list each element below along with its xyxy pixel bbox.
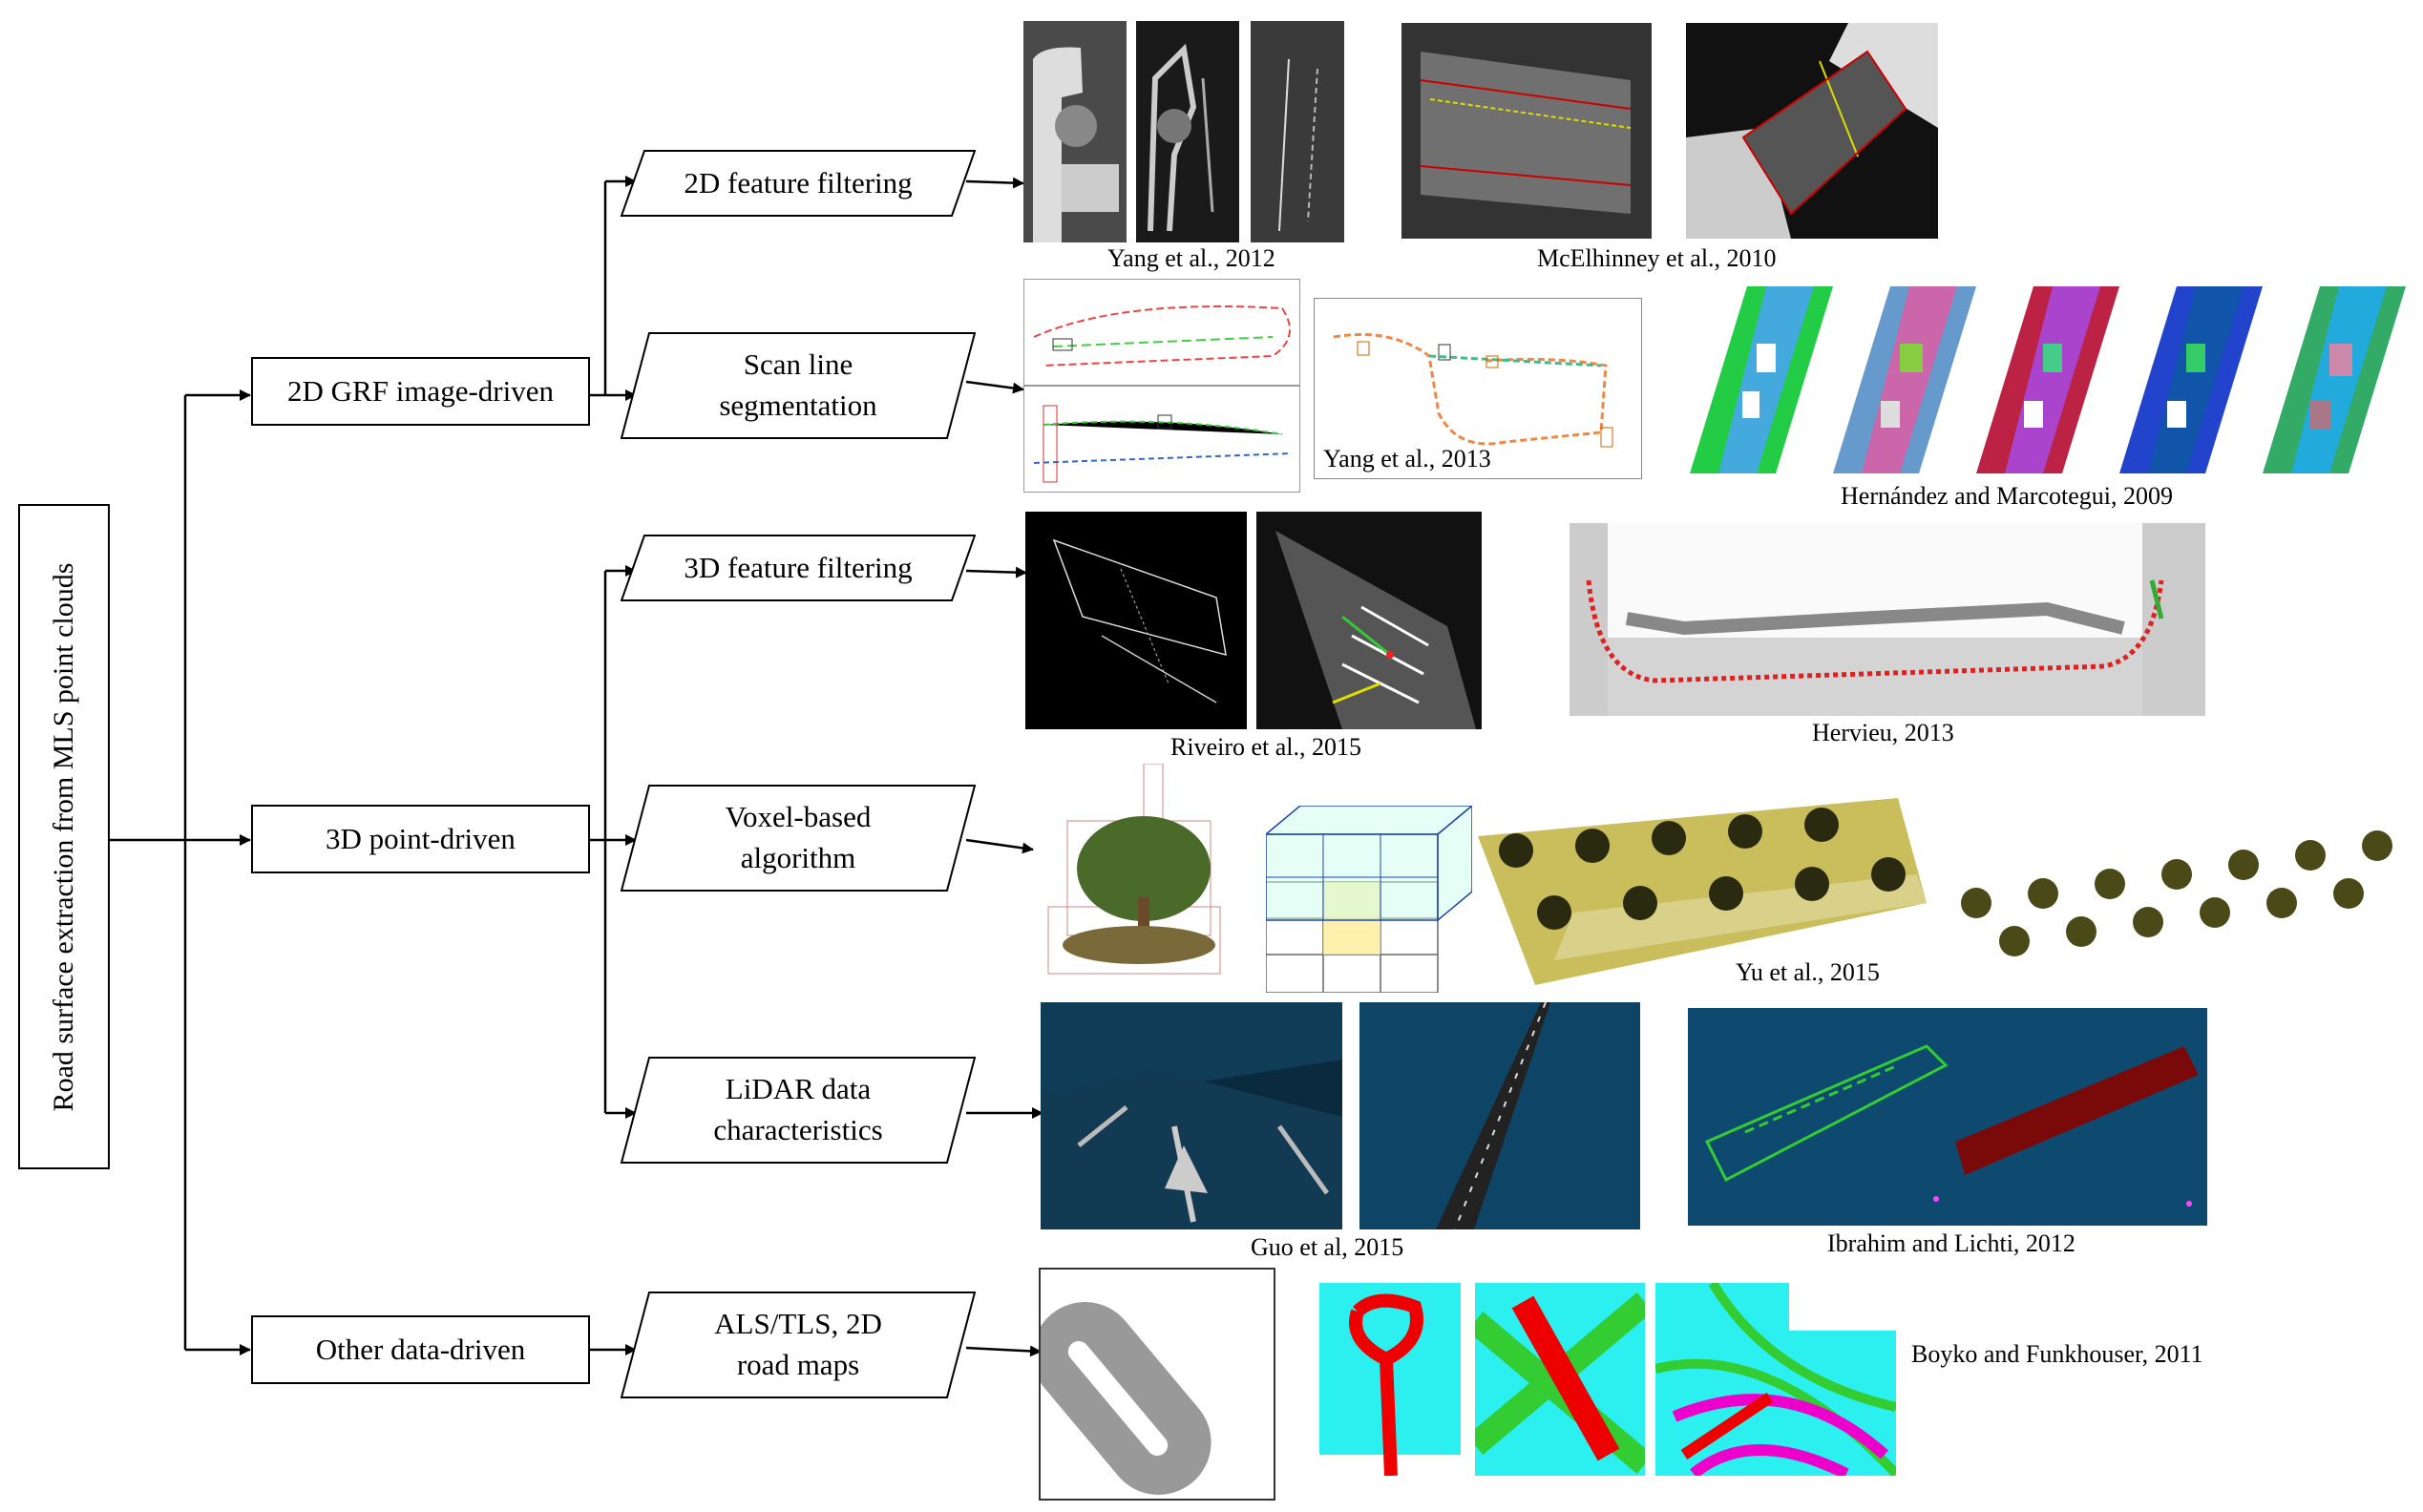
road-classification-image-2 xyxy=(1475,1283,1645,1476)
scan-line-bottom-image xyxy=(1023,386,1300,493)
method-label: LiDAR data characteristics xyxy=(713,1072,883,1146)
road-profile-image-1 xyxy=(1401,23,1652,239)
road-feature-image xyxy=(1136,21,1239,242)
road-marking-image-1 xyxy=(1041,1002,1342,1229)
scan-line-top-image xyxy=(1023,279,1300,386)
root-node: Road surface extraction from MLS point c… xyxy=(18,504,110,1169)
road-mask-image xyxy=(1023,21,1127,242)
citation-guo-2015: Guo et al, 2015 xyxy=(1251,1233,1404,1261)
citation-riveiro-2015: Riveiro et al., 2015 xyxy=(1170,733,1362,761)
road-classification-image-1 xyxy=(1319,1283,1461,1476)
citation-hernandez-2009: Hernández and Marcotegui, 2009 xyxy=(1841,482,2173,510)
method-label: ALS/TLS, 2D road maps xyxy=(714,1307,882,1381)
road-map-outline-image xyxy=(1039,1268,1275,1501)
method-label: 2D feature filtering xyxy=(684,165,913,200)
road-profile-image-2 xyxy=(1686,23,1938,239)
parallelogram-shape xyxy=(621,785,976,892)
road-classification-image-3 xyxy=(1655,1283,1896,1476)
parallelogram-shape xyxy=(621,1057,976,1164)
scan-line-map-image xyxy=(1314,298,1642,479)
palm-road-image-1 xyxy=(1478,798,1927,985)
line-extraction-image-2 xyxy=(1256,512,1482,729)
category-other-data-driven: Other data-driven xyxy=(251,1315,590,1384)
method-scan-line-segmentation: Scan line segmentation xyxy=(621,332,976,439)
curb-detection-image xyxy=(1688,1008,2207,1226)
road-profile-cross-section-image xyxy=(1570,523,2205,716)
segmentation-strip-3 xyxy=(1976,286,2119,473)
category-label: Other data-driven xyxy=(315,1333,526,1367)
palm-road-image-2 xyxy=(1938,798,2406,985)
citation-yang-2012: Yang et al., 2012 xyxy=(1107,244,1275,272)
method-lidar-data-characteristics: LiDAR data characteristics xyxy=(621,1057,976,1164)
method-2d-feature-filtering: 2D feature filtering xyxy=(621,150,976,217)
line-extraction-image-1 xyxy=(1025,512,1247,729)
segmentation-strip-1 xyxy=(1690,286,1833,473)
road-edge-image xyxy=(1251,21,1344,242)
citation-yang-2013: Yang et al., 2013 xyxy=(1323,445,1491,472)
voxel-tree-image xyxy=(1039,764,1239,985)
citation-hervieu-2013: Hervieu, 2013 xyxy=(1812,719,1954,746)
method-als-tls-2d-road-maps: ALS/TLS, 2D road maps xyxy=(621,1292,976,1398)
method-label: Scan line segmentation xyxy=(719,347,877,422)
road-marking-image-2 xyxy=(1359,1002,1640,1229)
voxel-grid-image xyxy=(1266,806,1472,993)
citation-ibrahim-2012: Ibrahim and Lichti, 2012 xyxy=(1827,1229,2075,1257)
method-label: Voxel-based algorithm xyxy=(725,800,872,874)
citation-boyko-2011: Boyko and Funkhouser, 2011 xyxy=(1911,1340,2203,1368)
method-label: 3D feature filtering xyxy=(684,550,913,584)
segmentation-strip-2 xyxy=(1833,286,1976,473)
category-label: 2D GRF image-driven xyxy=(287,374,554,409)
category-2d-grf-image-driven: 2D GRF image-driven xyxy=(251,357,590,426)
parallelogram-shape xyxy=(621,535,976,601)
method-voxel-based-algorithm: Voxel-based algorithm xyxy=(621,785,976,892)
parallelogram-shape xyxy=(621,332,976,439)
segmentation-strip-4 xyxy=(2119,286,2263,473)
citation-yu-2015: Yu et al., 2015 xyxy=(1736,958,1880,986)
method-3d-feature-filtering: 3D feature filtering xyxy=(621,535,976,601)
citation-mcelhinney-2010: McElhinney et al., 2010 xyxy=(1537,244,1777,272)
root-label: Road surface extraction from MLS point c… xyxy=(48,562,79,1111)
parallelogram-shape xyxy=(621,1292,976,1398)
parallelogram-shape xyxy=(621,150,976,217)
category-label: 3D point-driven xyxy=(326,822,516,856)
segmentation-strip-5 xyxy=(2263,286,2406,473)
category-3d-point-driven: 3D point-driven xyxy=(251,805,590,873)
